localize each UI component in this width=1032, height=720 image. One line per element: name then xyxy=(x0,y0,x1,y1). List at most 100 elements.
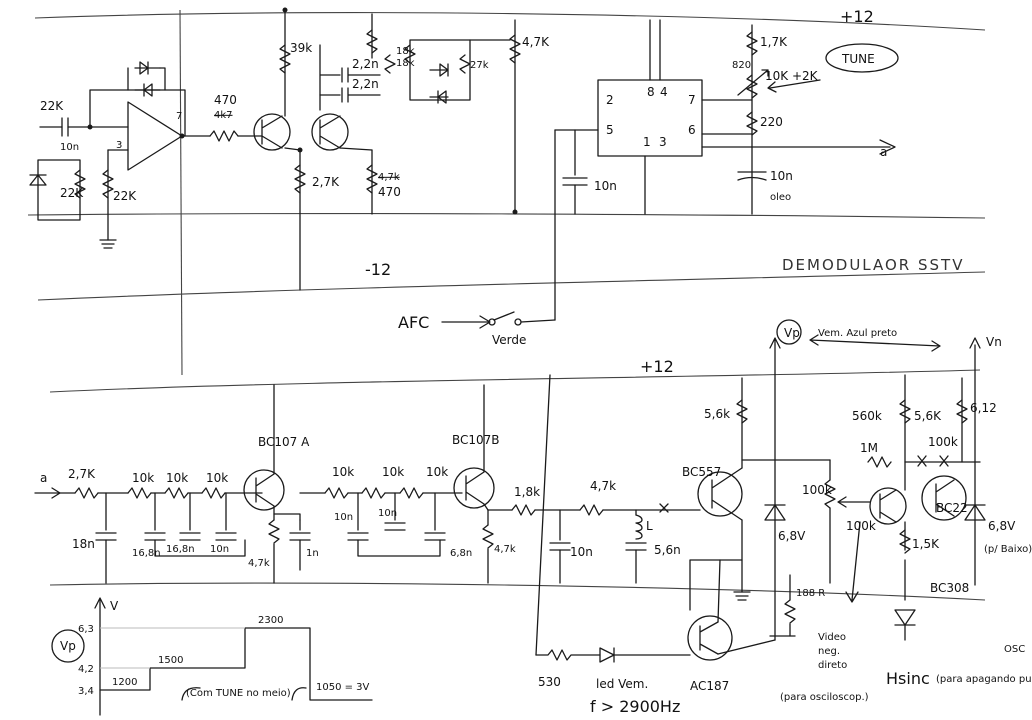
label-opamp-in: 22K xyxy=(40,99,64,113)
label-r-6-12k: 6,12 xyxy=(970,401,997,415)
led-row xyxy=(535,559,776,663)
graph-y-axis-label: V xyxy=(110,599,119,613)
label-r-470-old: 4,7k xyxy=(378,172,400,183)
graph-tail: 1050 = 3V xyxy=(316,682,370,693)
supply-neg: -12 xyxy=(365,260,391,279)
label-osc-note: OSC xyxy=(1004,644,1025,655)
transistor-bc107a xyxy=(243,469,285,511)
label-r-5-6k-b: 5,6K xyxy=(914,409,942,423)
label-q-bc22: BC22 xyxy=(936,501,968,515)
graph-step-1: 1200 xyxy=(112,677,137,688)
transistor-bc557 xyxy=(697,471,743,517)
supply-pos-top: +12 xyxy=(840,7,874,26)
zener-pair xyxy=(29,174,47,186)
bottom-power-rails xyxy=(49,369,986,601)
label-r-18k-b: 18k xyxy=(396,58,415,69)
graph-level-2: 4,2 xyxy=(78,664,94,675)
transistor-bc107b xyxy=(453,467,495,509)
label-r-220: 220 xyxy=(760,115,783,129)
graph-vp-bubble xyxy=(51,629,85,663)
ic-pin3: 3 xyxy=(659,135,667,149)
graph-level-3: 3,4 xyxy=(78,686,94,697)
label-z-6-8v-a: 6,8V xyxy=(778,529,806,543)
label-in-a-bottom: a xyxy=(40,471,47,485)
label-r-1-8k: 1,8k xyxy=(514,485,540,499)
ground-1 xyxy=(99,239,117,249)
ic-pin6: 6 xyxy=(688,123,696,137)
label-r-18k-a: 18k xyxy=(396,46,415,57)
label-r-4-7k: 4,7K xyxy=(522,35,550,49)
label-hsinc-note: (para apagando pulsos) xyxy=(936,674,1032,685)
transistor-q2 xyxy=(311,113,349,151)
transistor-bc308 xyxy=(869,487,907,525)
graph-step-2: 1500 xyxy=(158,655,183,666)
label-c-10n-b: 10n xyxy=(334,512,353,523)
timing-network xyxy=(737,24,899,215)
label-r-10k-2: 10k xyxy=(166,471,188,485)
label-out-a-top: a xyxy=(880,145,887,159)
opamp-section xyxy=(29,61,263,249)
feedback-diode-2 xyxy=(134,83,161,97)
label-bottom-note: Vem. Azul preto xyxy=(818,328,897,339)
label-r-470: 470 xyxy=(378,185,401,199)
label-r-820: 820 xyxy=(732,60,751,71)
label-r-2-7k: 2,7K xyxy=(312,175,340,189)
demod-title: DEMODULAOR SSTV xyxy=(782,256,964,274)
label-oleo: oleo xyxy=(770,192,791,203)
graph-x-axis-label: Vp xyxy=(60,639,76,653)
transistor-ac187 xyxy=(687,615,733,661)
label-c-16-8n-a: 16,8n xyxy=(132,548,161,559)
label-q-bc107a: BC107 A xyxy=(258,435,310,449)
lc-tank xyxy=(511,374,701,656)
sync-stage xyxy=(809,334,986,641)
label-opamp-out-r-old: 4k7 xyxy=(214,110,233,121)
label-r-10k-4: 10k xyxy=(332,465,354,479)
ic-pin2: 2 xyxy=(606,93,614,107)
label-vp: Vp xyxy=(784,326,800,340)
label-q-ac187: AC187 xyxy=(690,679,729,693)
graph-level-1: 6,3 xyxy=(78,624,94,635)
label-q-bc107b: BC107B xyxy=(452,433,500,447)
feedback-diode-1 xyxy=(134,61,161,75)
diode-network xyxy=(366,13,521,215)
label-r-4-7k-c: 4,7k xyxy=(590,479,616,493)
supply-pos-bottom: +12 xyxy=(640,357,674,376)
label-r-560k: 560k xyxy=(852,409,882,423)
label-cap-2-2n-b: 2,2n xyxy=(352,77,379,91)
vp-bubble xyxy=(776,319,802,345)
label-freq: f > 2900Hz xyxy=(590,697,680,716)
transistor-pair xyxy=(253,7,381,291)
transistor-bc22 xyxy=(921,475,967,521)
graph-step-3: 2300 xyxy=(258,615,283,626)
label-op-pin3: 3 xyxy=(116,140,122,151)
label-vn: Vn xyxy=(986,335,1002,349)
label-diode-r1: 22K xyxy=(60,186,84,200)
label-video-note: (para osciloscop.) xyxy=(780,692,869,703)
label-r-10k-1: 10k xyxy=(132,471,154,485)
label-tune-pot: 10K +2K xyxy=(765,69,819,83)
label-q-bc557: BC557 xyxy=(682,465,721,479)
label-r-1m: 1M xyxy=(860,441,878,455)
afc-switch xyxy=(441,311,556,329)
label-r-4-7k-a: 4,7k xyxy=(248,558,270,569)
resistor-470 xyxy=(209,130,239,142)
bc557-stage xyxy=(697,319,831,641)
label-z-note: (p/ Baixo) xyxy=(984,544,1032,555)
ic-pin7: 7 xyxy=(688,93,696,107)
label-r-bot-2-7k: 2,7K xyxy=(68,467,96,481)
ic-pin5: 5 xyxy=(606,123,614,137)
top-power-rails xyxy=(27,9,986,376)
label-q-bc308: BC308 xyxy=(930,581,969,595)
filter-chain-1 xyxy=(34,384,311,584)
label-r-10k-3: 10k xyxy=(206,471,228,485)
label-cap-2-2n: 2,2n xyxy=(352,57,379,71)
label-c-1n: 1n xyxy=(306,548,319,559)
label-video: Video xyxy=(818,632,846,643)
opamp-symbol xyxy=(127,101,183,171)
label-c-10n-d: 10n xyxy=(570,545,593,559)
ic-pin8: 8 xyxy=(647,85,655,99)
label-hsinc: Hsinc xyxy=(886,669,930,688)
label-r-530: 530 xyxy=(538,675,561,689)
label-op-pin7: 7 xyxy=(176,111,182,122)
filter-chain-2 xyxy=(299,384,513,584)
